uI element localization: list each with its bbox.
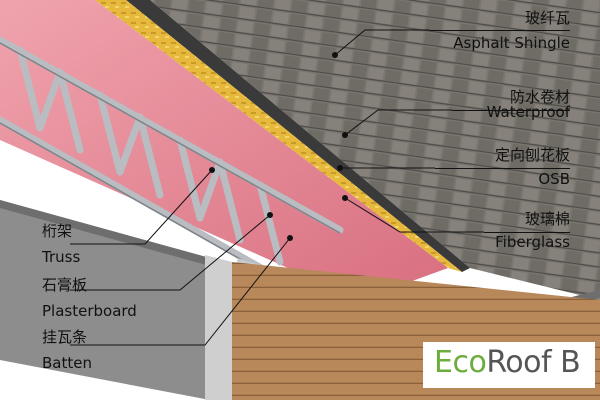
logo-text: EcoRoof B	[434, 345, 581, 380]
osb-layer	[95, 0, 462, 272]
ecoroof-logo: EcoRoof B	[423, 342, 595, 388]
label-fiberglass-zh: 玻璃棉	[524, 210, 570, 228]
label-plasterboard-en: Plasterboard	[42, 302, 137, 320]
label-fiberglass-en: Fiberglass	[495, 233, 570, 251]
label-shingle-en: Asphalt Shingle	[453, 34, 570, 52]
label-batten-zh: 挂瓦条	[42, 328, 88, 346]
label-waterproof-en: Waterproof	[486, 103, 570, 121]
underline-waterproof	[452, 110, 570, 111]
logo-eco: Eco	[434, 345, 487, 380]
waterproof-layer	[126, 0, 470, 272]
label-waterproof-zh: 防水卷材	[509, 88, 570, 106]
label-osb-zh: 定向刨花板	[494, 146, 570, 164]
label-truss-en: Truss	[42, 248, 81, 266]
leader-lines	[70, 29, 484, 346]
label-batten-en: Batten	[42, 354, 92, 372]
underline-osb	[435, 168, 570, 169]
underline-fiberglass	[484, 232, 570, 233]
label-truss-zh: 桁架	[42, 222, 73, 240]
logo-rest: Roof B	[486, 345, 581, 380]
callout-dots	[209, 52, 348, 241]
label-osb-en: OSB	[538, 170, 570, 188]
truss-frame	[0, 36, 344, 294]
underline-shingle	[430, 30, 570, 31]
shingle-surface	[150, 0, 600, 300]
label-shingle-zh: 玻纤瓦	[524, 9, 570, 27]
label-plasterboard-zh: 石膏板	[42, 276, 88, 294]
